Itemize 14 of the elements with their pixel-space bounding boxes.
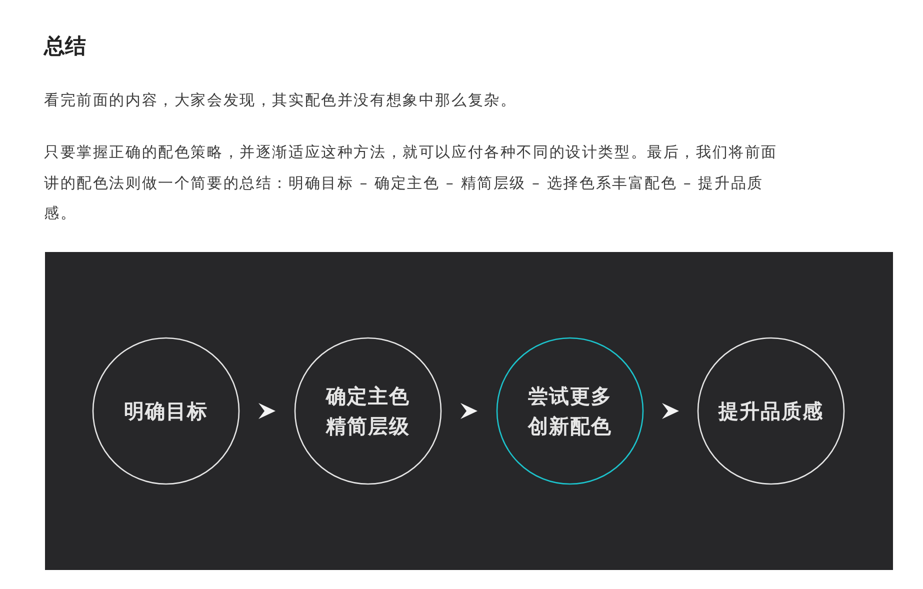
heading: 总结 <box>44 33 86 60</box>
paragraph: 只要掌握正确的配色策略，并逐渐适应这种方法，就可以应付各种不同的设计类型。最后，我们将前面讲的配色法则做一个简要的总结：明确目标 – 确定主色 – 精简层级 – 选择色系丰富配色 – 提升品质感。 <box>44 142 778 224</box>
step-circle <box>92 337 240 485</box>
step-circle <box>294 337 442 485</box>
step-label: 提升品质感 <box>718 398 824 425</box>
step-circle <box>697 337 845 485</box>
step-label: 确定主色精简层级 <box>324 383 411 440</box>
paragraph: 看完前面的内容，大家会发现，其实配色并没有想象中那么复杂。 <box>44 90 518 111</box>
arrow <box>460 403 478 419</box>
step-label: 尝试更多创新配色 <box>526 383 613 440</box>
arrow <box>662 403 679 419</box>
arrow <box>258 403 276 419</box>
step-label: 明确目标 <box>124 398 208 425</box>
step-circle <box>496 337 644 485</box>
